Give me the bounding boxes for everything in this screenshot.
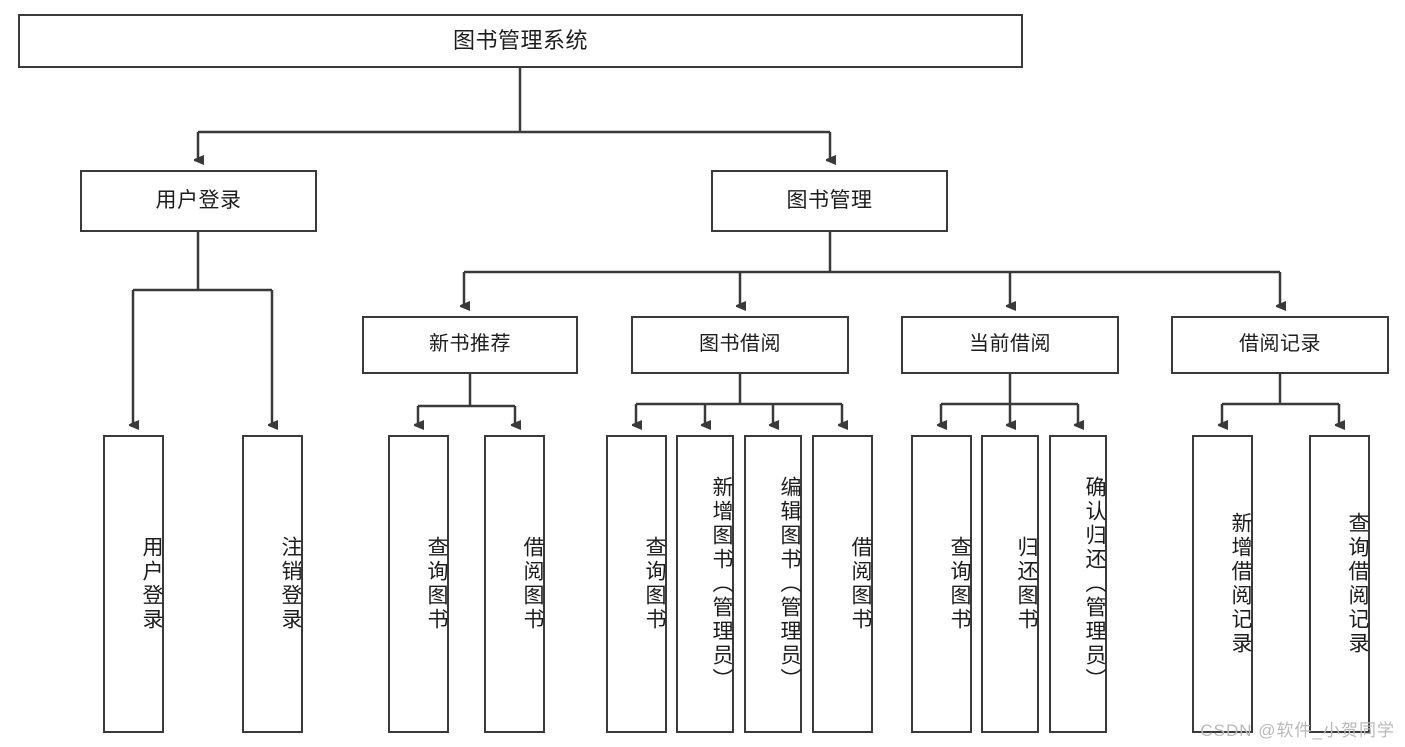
node-label: 编辑图书（管理员） [778,476,801,692]
node-label: 图书借阅 [699,333,781,356]
leaf-book-borrow-add-book-admin[interactable]: 新增图书（管理员） [676,435,734,733]
node-root-library-management-system[interactable]: 图书管理系统 [18,14,1023,68]
leaf-book-borrow-borrow-book[interactable]: 借阅图书 [812,435,873,733]
leaf-user-login-logout[interactable]: 注销登录 [242,435,303,733]
node-user-login[interactable]: 用户登录 [80,170,317,232]
node-book-management[interactable]: 图书管理 [711,170,948,232]
leaf-new-book-query-book[interactable]: 查询图书 [388,435,449,733]
node-label: 查询图书 [643,536,666,632]
node-label: 查询图书 [425,536,448,632]
leaf-current-borrow-return-book[interactable]: 归还图书 [981,435,1039,733]
leaf-book-borrow-edit-book-admin[interactable]: 编辑图书（管理员） [744,435,802,733]
node-label: 当前借阅 [969,333,1051,356]
node-label: 借阅图书 [521,536,544,632]
leaf-borrow-records-add-record[interactable]: 新增借阅记录 [1192,435,1253,733]
node-label: 用户登录 [155,188,242,212]
node-book-borrow[interactable]: 图书借阅 [631,316,849,374]
leaf-new-book-borrow-book[interactable]: 借阅图书 [484,435,545,733]
node-current-borrow[interactable]: 当前借阅 [901,316,1119,374]
node-new-book-recommend[interactable]: 新书推荐 [362,316,578,374]
leaf-current-borrow-confirm-return-admin[interactable]: 确认归还（管理员） [1049,435,1107,733]
leaf-borrow-records-query-record[interactable]: 查询借阅记录 [1309,435,1370,733]
node-label: 新增借阅记录 [1229,512,1252,656]
node-label: 新增图书（管理员） [710,476,733,692]
node-label: 查询借阅记录 [1346,512,1369,656]
node-label: 归还图书 [1015,536,1038,632]
node-label: 查询图书 [948,536,971,632]
node-label: 新书推荐 [429,333,511,356]
leaf-current-borrow-query-book[interactable]: 查询图书 [911,435,972,733]
leaf-user-login-login[interactable]: 用户登录 [103,435,164,733]
node-label: 图书管理系统 [452,28,588,54]
node-label: 借阅记录 [1239,333,1321,356]
node-borrow-records[interactable]: 借阅记录 [1171,316,1389,374]
csdn-watermark: CSDN @软件_小贺同学 [1200,721,1395,740]
node-label: 确认归还（管理员） [1083,476,1106,692]
node-label: 用户登录 [140,536,163,632]
leaf-book-borrow-query-book[interactable]: 查询图书 [606,435,667,733]
node-label: 图书管理 [786,188,873,212]
node-label: 注销登录 [279,536,302,632]
node-label: 借阅图书 [849,536,872,632]
